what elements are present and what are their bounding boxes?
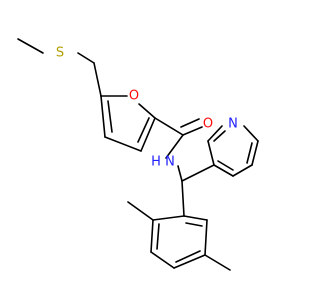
bond-ar-c2-c3-double <box>156 223 160 250</box>
bond-py-n-c6 <box>243 125 259 142</box>
bond-py-c4-c3 <box>213 164 234 177</box>
atom-hydrogen-amide: H <box>151 155 161 170</box>
atom-oxygen-ring: O <box>129 89 139 104</box>
atom-nitrogen-amide: N <box>165 155 175 170</box>
bond-ar-c3-c4 <box>150 251 175 269</box>
bond-py-c4-c3-double <box>217 160 234 171</box>
bond-ar-c5-c6 <box>204 219 208 256</box>
bond-ch3-s <box>17 38 44 54</box>
atom-nitrogen-pyridine: N <box>228 117 238 132</box>
bond-py-c6-c5-double <box>246 142 253 164</box>
bond-carbonyl-o <box>182 126 203 136</box>
bond-ar-c1-c2 <box>152 215 185 221</box>
bond-ar-c4-c5-double <box>175 250 201 263</box>
bond-c2-o <box>138 103 156 119</box>
bond-c3-c2-double <box>137 117 150 143</box>
bond-ar-c6-c1-double <box>185 222 203 227</box>
bond-c5-c4-double <box>107 100 113 133</box>
bond-ar-c4-c5 <box>173 254 206 269</box>
molecule-canvas: S O O N H N <box>17 38 259 271</box>
bond-ch-aryl <box>181 180 185 217</box>
bond-ar-c2-c3 <box>150 219 154 253</box>
bond-carbonyl-o-double <box>180 118 200 128</box>
bond-py-c2-n-double <box>213 130 226 142</box>
bond-c2-carbonyl <box>154 117 184 136</box>
bond-ar-methyl-meta <box>204 254 231 271</box>
bond-py-c5-c4 <box>232 164 253 177</box>
bond-ch-pyridine <box>181 164 215 182</box>
atom-oxygen-carbonyl: O <box>203 117 213 132</box>
bond-c4-c3 <box>104 136 142 152</box>
bond-s-ch2 <box>77 52 95 64</box>
bond-ar-c6-c1 <box>183 215 208 221</box>
structure-diagram: S O O N H N <box>17 38 259 271</box>
atom-sulfur: S <box>56 46 64 61</box>
bond-c3-c2 <box>140 117 156 152</box>
bond-ch2-c5 <box>93 62 102 97</box>
bond-carbonyl-n <box>165 134 184 159</box>
bond-py-c6-c5 <box>251 140 259 166</box>
bond-n-ch <box>177 165 183 182</box>
bond-py-c2-n <box>207 125 223 142</box>
bond-ar-methyl-ortho <box>127 201 154 221</box>
bond-py-c3-c2 <box>207 140 215 166</box>
bond-c5-c4 <box>100 95 106 138</box>
